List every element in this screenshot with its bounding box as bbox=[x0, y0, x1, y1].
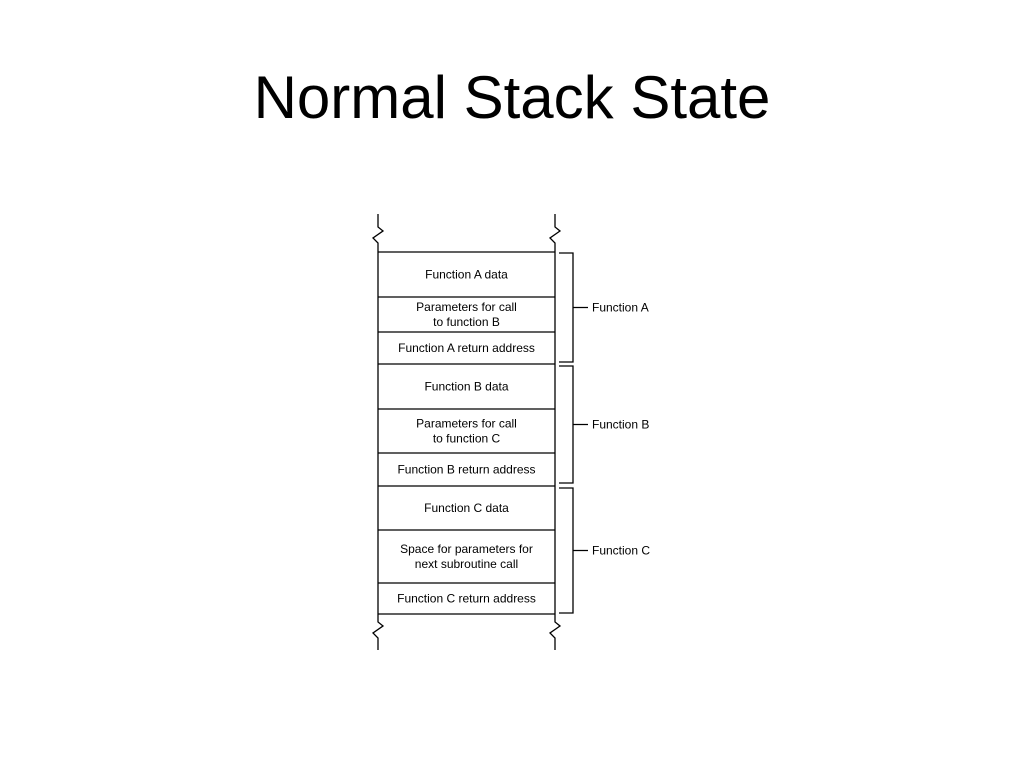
stack-break-top bbox=[371, 214, 562, 252]
group-label: Function B bbox=[592, 418, 649, 432]
group-label: Function A bbox=[592, 301, 649, 315]
stack-cell: Function C return address bbox=[397, 592, 536, 606]
stack-frame bbox=[377, 252, 556, 614]
stack-cell-label: Function A return address bbox=[398, 341, 535, 355]
stack-cell-label: Parameters for call bbox=[416, 300, 517, 314]
stack-cell: Function B data bbox=[424, 380, 508, 394]
stack-cell-label: to function C bbox=[433, 432, 501, 446]
stack-cell-label: Parameters for call bbox=[416, 417, 517, 431]
stack-cell-label: Function C data bbox=[424, 501, 509, 515]
stack-groups: Function A Function B Function C bbox=[559, 252, 650, 614]
stack-cell: Function C data bbox=[424, 501, 509, 515]
group-label: Function C bbox=[592, 544, 650, 558]
group-bracket: Function C bbox=[559, 487, 650, 614]
group-bracket: Function B bbox=[559, 365, 649, 484]
stack-cell: Function A data bbox=[425, 268, 508, 282]
stack-cell-label: Function A data bbox=[425, 268, 508, 282]
stack-cell-label: Space for parameters for bbox=[400, 542, 533, 556]
stack-cell-label: Function C return address bbox=[397, 592, 536, 606]
group-bracket: Function A bbox=[559, 252, 649, 363]
slide-title: Normal Stack State bbox=[253, 64, 771, 131]
stack-cell-label: Function B data bbox=[424, 380, 508, 394]
stack-cell-label: Function B return address bbox=[397, 463, 535, 477]
stack-cell-label: next subroutine call bbox=[415, 557, 518, 571]
stack-cell: Function A return address bbox=[398, 341, 535, 355]
stack-break-bottom bbox=[371, 614, 562, 650]
stack-cell: Function B return address bbox=[397, 463, 535, 477]
stack-cell-label: to function B bbox=[433, 315, 500, 329]
